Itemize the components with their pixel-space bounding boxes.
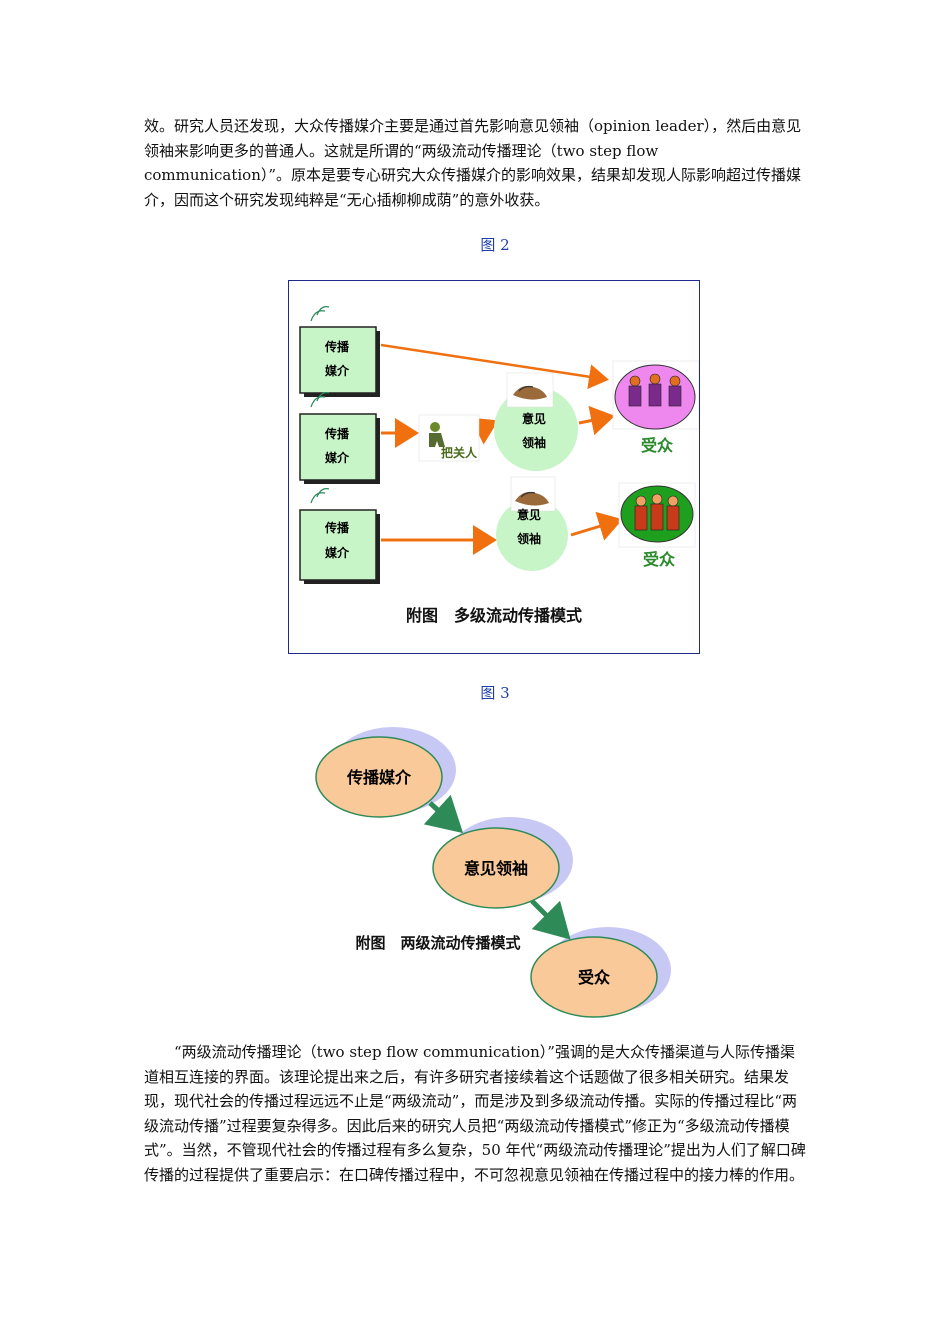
paragraph-intro: 效。研究人员还发现，大众传播媒介主要是通过首先影响意见领袖（opinion le… <box>144 117 802 209</box>
arrow-gatekeeper-to-leader <box>470 417 499 445</box>
media-label-top: 传播 <box>324 520 350 535</box>
arrow-leader-to-audience <box>578 405 615 436</box>
arrow-leader-to-audience <box>570 511 623 541</box>
arrow-leader-to-audience <box>530 899 571 940</box>
audience-1: 受众 <box>612 360 700 455</box>
media-box-2: 传播 媒介 <box>299 392 380 484</box>
media-box-3: 传播 媒介 <box>299 488 380 584</box>
figure-3-title: 附图 两级流动传播模式 <box>355 934 520 952</box>
node-leader: 意见领袖 <box>432 817 573 909</box>
leader-label-bottom: 领袖 <box>522 435 546 450</box>
node-audience: 受众 <box>530 927 671 1018</box>
gatekeeper-figure: 把关人 <box>418 414 480 462</box>
node-media-label: 传播媒介 <box>346 768 412 787</box>
media-label-bottom: 媒介 <box>325 545 350 560</box>
node-audience-label: 受众 <box>578 968 611 987</box>
gatekeeper-label: 把关人 <box>441 445 478 460</box>
node-media: 传播媒介 <box>315 727 456 818</box>
node-leader-label: 意见领袖 <box>464 859 528 878</box>
media-box-1: 传播 媒介 <box>299 306 380 397</box>
leader-label-bottom: 领袖 <box>517 531 541 546</box>
arrow-media-to-audience <box>380 343 609 390</box>
media-label-top: 传播 <box>324 426 350 441</box>
opinion-leader-1: 意见 领袖 <box>494 372 578 471</box>
paragraph-conclusion-text: “两级流动传播理论（two step flow communication）”强… <box>144 1043 806 1184</box>
opinion-leader-2: 意见 领袖 <box>496 476 568 571</box>
leader-label-top: 意见 <box>522 411 546 426</box>
leader-label-top: 意见 <box>517 507 541 522</box>
media-label-bottom: 媒介 <box>325 363 350 378</box>
figure-3-caption: 图 3 <box>480 684 510 702</box>
paragraph-conclusion: “两级流动传播理论（two step flow communication）”强… <box>144 1040 806 1187</box>
figure-2-multi-step-flow: 传播 媒介 传播 媒介 传播 媒介 <box>288 280 700 654</box>
figure-2-title: 附图 多级流动传播模式 <box>406 606 582 625</box>
audience-label: 受众 <box>641 436 674 455</box>
media-label-bottom: 媒介 <box>325 450 350 465</box>
audience-2: 受众 <box>618 482 696 569</box>
media-label-top: 传播 <box>324 339 350 354</box>
figure-2-caption: 图 2 <box>480 236 510 254</box>
arrow-media-to-leader <box>423 794 464 834</box>
figure-3-two-step-flow: 传播媒介 意见领袖 受众 附图 两级流动传播模式 <box>300 715 700 1025</box>
audience-label: 受众 <box>643 550 676 569</box>
